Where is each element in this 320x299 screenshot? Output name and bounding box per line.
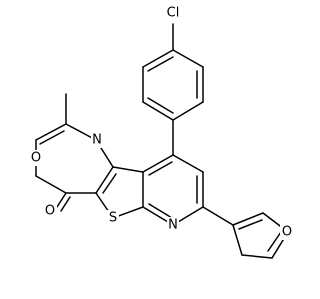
bond-thio-3: [95, 166, 114, 194]
n-pyridine-label: N: [168, 218, 178, 233]
bond-thio-3-inner: [102, 173, 117, 194]
cl-label: Cl: [167, 6, 180, 21]
bond-thio-4: [112, 166, 144, 173]
bond-pyridine-furan: [202, 206, 234, 226]
atom-cl: Cl: [162, 4, 184, 22]
atom-n-pyridine: N: [167, 217, 179, 233]
bond-phenyl-4-inner: [147, 97, 174, 114]
bonds: [35, 23, 289, 259]
bond-ox-3: [35, 123, 67, 141]
bond-phenyl-4: [142, 101, 174, 121]
o-ring-label: O: [31, 151, 41, 166]
bond-pyr-1: [172, 154, 204, 173]
bond-phenyl-6-inner: [147, 56, 174, 72]
bond-fur-5-inner: [238, 219, 263, 230]
atom-o-carbonyl: O: [44, 203, 57, 219]
o-furan-label: O: [282, 225, 292, 240]
s-label: S: [109, 211, 117, 226]
bond-carbonyl-b: [60, 196, 71, 212]
bond-fur-5: [232, 212, 264, 226]
structure-diagram: Cl N O O S N O: [30, 4, 294, 259]
o-carbonyl-label: O: [45, 204, 55, 219]
bond-ox-3-inner: [39, 130, 65, 145]
bond-pyr-6-inner: [148, 161, 173, 176]
bond-phenyl-3: [172, 101, 204, 121]
bond-phenyl-1: [172, 49, 204, 68]
bond-phenyl-6: [142, 49, 174, 68]
atom-o-furan: O: [280, 224, 294, 240]
n-oxazine-label: N: [92, 133, 102, 148]
bond-ox-5: [35, 175, 67, 194]
bond-carbonyl-a: [56, 192, 67, 208]
bond-fur-2: [241, 254, 273, 259]
bond-pyr-4-inner: [148, 203, 173, 219]
atom-s: S: [107, 210, 119, 226]
atom-o-ring: O: [30, 150, 42, 166]
atom-n-oxazine: N: [91, 132, 103, 148]
bond-fur-1: [232, 224, 243, 256]
bond-pyr-6: [142, 154, 174, 173]
bond-fur-3-inner: [267, 231, 282, 252]
